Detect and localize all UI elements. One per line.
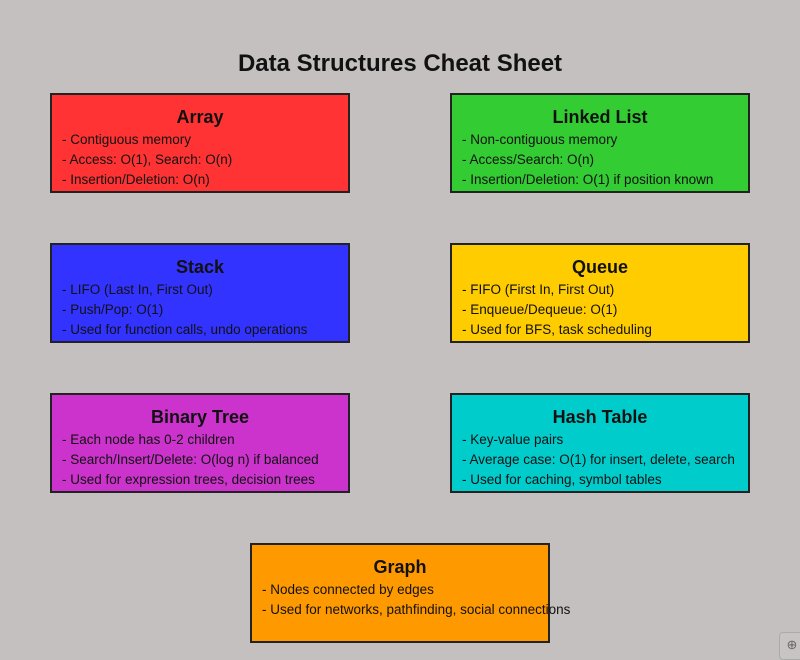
card-line: - Used for function calls, undo operatio… bbox=[62, 322, 308, 337]
card-title: Array bbox=[176, 107, 224, 127]
card-title: Hash Table bbox=[552, 407, 648, 427]
card-linked-list: Linked List - Non-contiguous memory - Acce… bbox=[450, 93, 750, 193]
card-binary-tree: Binary Tree - Each node has 0-2 children -… bbox=[50, 393, 350, 493]
card-line: - Insertion/Deletion: O(n) bbox=[62, 172, 210, 187]
card-line: - FIFO (First In, First Out) bbox=[462, 282, 615, 297]
card-line: - Search/Insert/Delete: O(log n) if bala… bbox=[62, 452, 319, 467]
card-line: - Insertion/Deletion: O(1) if position k… bbox=[462, 172, 714, 187]
card-line: - Average case: O(1) for insert, delete,… bbox=[462, 452, 735, 467]
card-line: - Enqueue/Dequeue: O(1) bbox=[462, 302, 618, 317]
card-line: - Access/Search: O(n) bbox=[462, 152, 595, 167]
card-line: - Contiguous memory bbox=[62, 132, 192, 147]
page-title: Data Structures Cheat Sheet bbox=[237, 50, 563, 77]
card-title: Queue bbox=[571, 257, 628, 277]
card-title: Linked List bbox=[552, 107, 648, 127]
card-line: - Push/Pop: O(1) bbox=[62, 302, 164, 317]
card-title: Binary Tree bbox=[150, 407, 250, 427]
card-line: - Each node has 0-2 children bbox=[62, 432, 235, 447]
card-array: Array - Contiguous memory - Access: O(1), … bbox=[50, 93, 350, 193]
card-line: - Key-value pairs bbox=[462, 432, 564, 447]
card-line: - Used for BFS, task scheduling bbox=[462, 322, 652, 337]
card-line: - Nodes connected by edges bbox=[262, 582, 434, 597]
card-line: - Access: O(1), Search: O(n) bbox=[62, 152, 233, 167]
zoom-in-icon[interactable]: ⊕ bbox=[779, 632, 800, 660]
card-line: - Used for expression trees, decision tr… bbox=[62, 472, 315, 487]
card-title: Stack bbox=[175, 257, 225, 277]
card-line: - Non-contiguous memory bbox=[462, 132, 618, 147]
card-line: - LIFO (Last In, First Out) bbox=[62, 282, 213, 297]
card-title: Graph bbox=[373, 557, 427, 577]
card-line: - Used for networks, pathfinding, social… bbox=[262, 602, 571, 617]
card-graph: Graph - Nodes connected by edges - Used fo… bbox=[250, 543, 570, 643]
card-stack: Stack - LIFO (Last In, First Out) - Push/P… bbox=[50, 243, 350, 343]
card-hash-table: Hash Table - Key-value pairs - Average cas… bbox=[450, 393, 750, 493]
card-line: - Used for caching, symbol tables bbox=[462, 472, 662, 487]
card-queue: Queue - FIFO (First In, First Out) - Enque… bbox=[450, 243, 750, 343]
